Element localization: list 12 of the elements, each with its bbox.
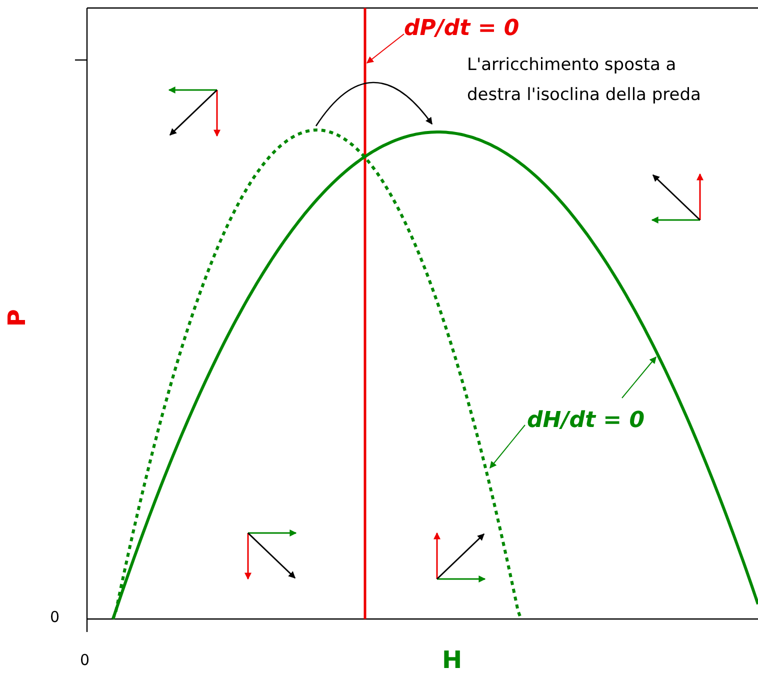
tick-label: 0 [50,608,60,626]
annotation-text: L'arricchimento sposta a destra l'isoclina della preda [467,54,702,107]
leader-line [366,34,404,64]
leader-line [490,424,526,469]
isocline-label: dP/dt = 0 [404,16,520,41]
isocline-line [364,8,366,619]
isocline-label: dH/dt = 0 [527,408,645,433]
leader-line [622,356,656,398]
curved-arrow [315,82,433,126]
tick-label: 0 [80,651,90,669]
axis-title: H [442,646,462,674]
axis-title: P [2,309,31,327]
